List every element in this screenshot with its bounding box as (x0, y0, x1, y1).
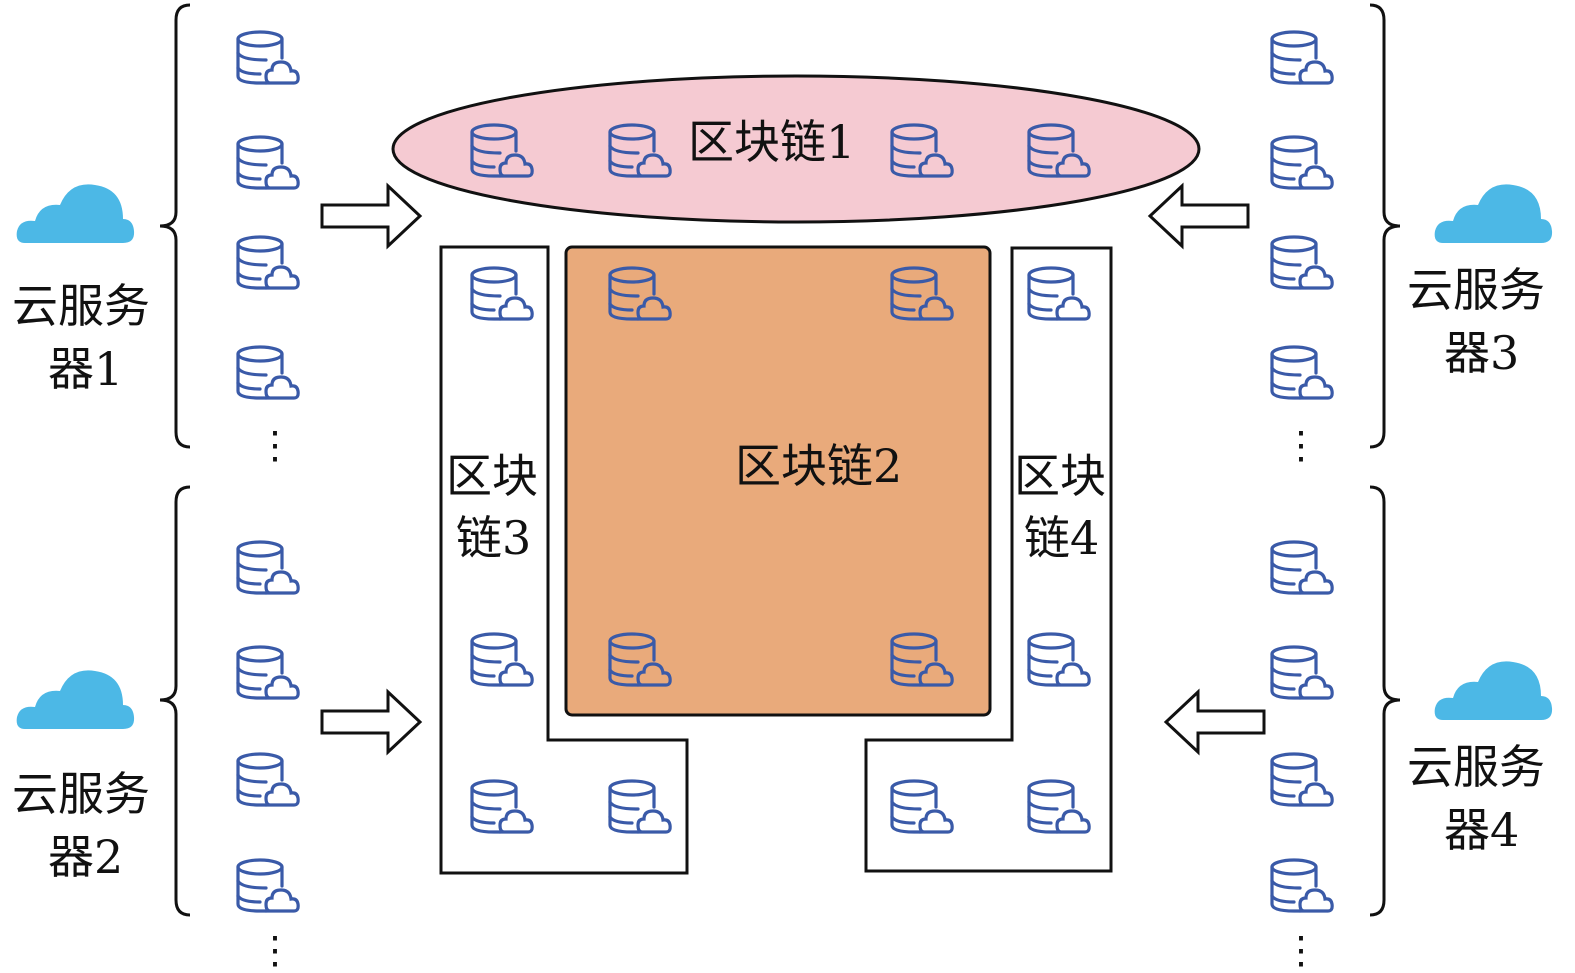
database-cloud-icon (236, 645, 300, 700)
server-1-label-line2: 器1 (48, 342, 123, 396)
server-2-label-line1: 云服务 (12, 767, 150, 821)
database-cloud-icon (236, 752, 300, 807)
blockchain-1-label: 区块链1 (688, 115, 855, 169)
database-cloud-icon (236, 30, 300, 85)
database-cloud-icon (236, 540, 300, 595)
blockchain-3-region (439, 245, 689, 875)
brace-server-1 (159, 3, 191, 449)
blockchain-4-label-line1: 区块 (1014, 449, 1106, 503)
brace-server-2 (159, 485, 191, 917)
database-cloud-icon (236, 858, 300, 913)
database-cloud-icon (1270, 345, 1334, 400)
blockchain-4-label-line2: 链4 (1024, 511, 1099, 565)
arrow-icon (320, 182, 423, 250)
more-nodes-ellipsis: ⋮ (256, 928, 294, 972)
blockchain-3-label-line2: 链3 (456, 511, 531, 565)
server-4-label-line1: 云服务 (1407, 740, 1545, 794)
cloud-icon (1434, 661, 1553, 720)
database-cloud-icon (236, 345, 300, 400)
database-cloud-icon (1270, 645, 1334, 700)
server-3-label-line2: 器3 (1444, 326, 1519, 380)
cloud-icon (16, 184, 135, 243)
database-cloud-icon (1270, 135, 1334, 190)
brace-server-4 (1369, 485, 1401, 917)
blockchain-2-region (564, 245, 992, 717)
database-cloud-icon (1270, 858, 1334, 913)
more-nodes-ellipsis: ⋮ (1282, 423, 1320, 467)
blockchain-1-ellipse (391, 74, 1201, 224)
database-cloud-icon (236, 235, 300, 290)
more-nodes-ellipsis: ⋮ (1282, 928, 1320, 972)
more-nodes-ellipsis: ⋮ (256, 423, 294, 467)
database-cloud-icon (1270, 752, 1334, 807)
database-cloud-icon (1270, 30, 1334, 85)
server-4-label-line2: 器4 (1444, 803, 1519, 857)
database-cloud-icon (1270, 235, 1334, 290)
arrow-icon (1163, 688, 1266, 756)
server-1-label-line1: 云服务 (12, 279, 150, 333)
blockchain-3-label-line1: 区块 (446, 449, 538, 503)
database-cloud-icon (236, 135, 300, 190)
blockchain-2-label: 区块链2 (735, 439, 902, 493)
server-2-label-line2: 器2 (48, 830, 123, 884)
cloud-icon (16, 670, 135, 729)
server-3-label-line1: 云服务 (1407, 263, 1545, 317)
database-cloud-icon (1270, 540, 1334, 595)
brace-server-3 (1369, 3, 1401, 449)
arrow-icon (1147, 182, 1250, 250)
arrow-icon (320, 688, 423, 756)
cloud-icon (1434, 184, 1553, 243)
blockchain-4-region (864, 246, 1113, 873)
